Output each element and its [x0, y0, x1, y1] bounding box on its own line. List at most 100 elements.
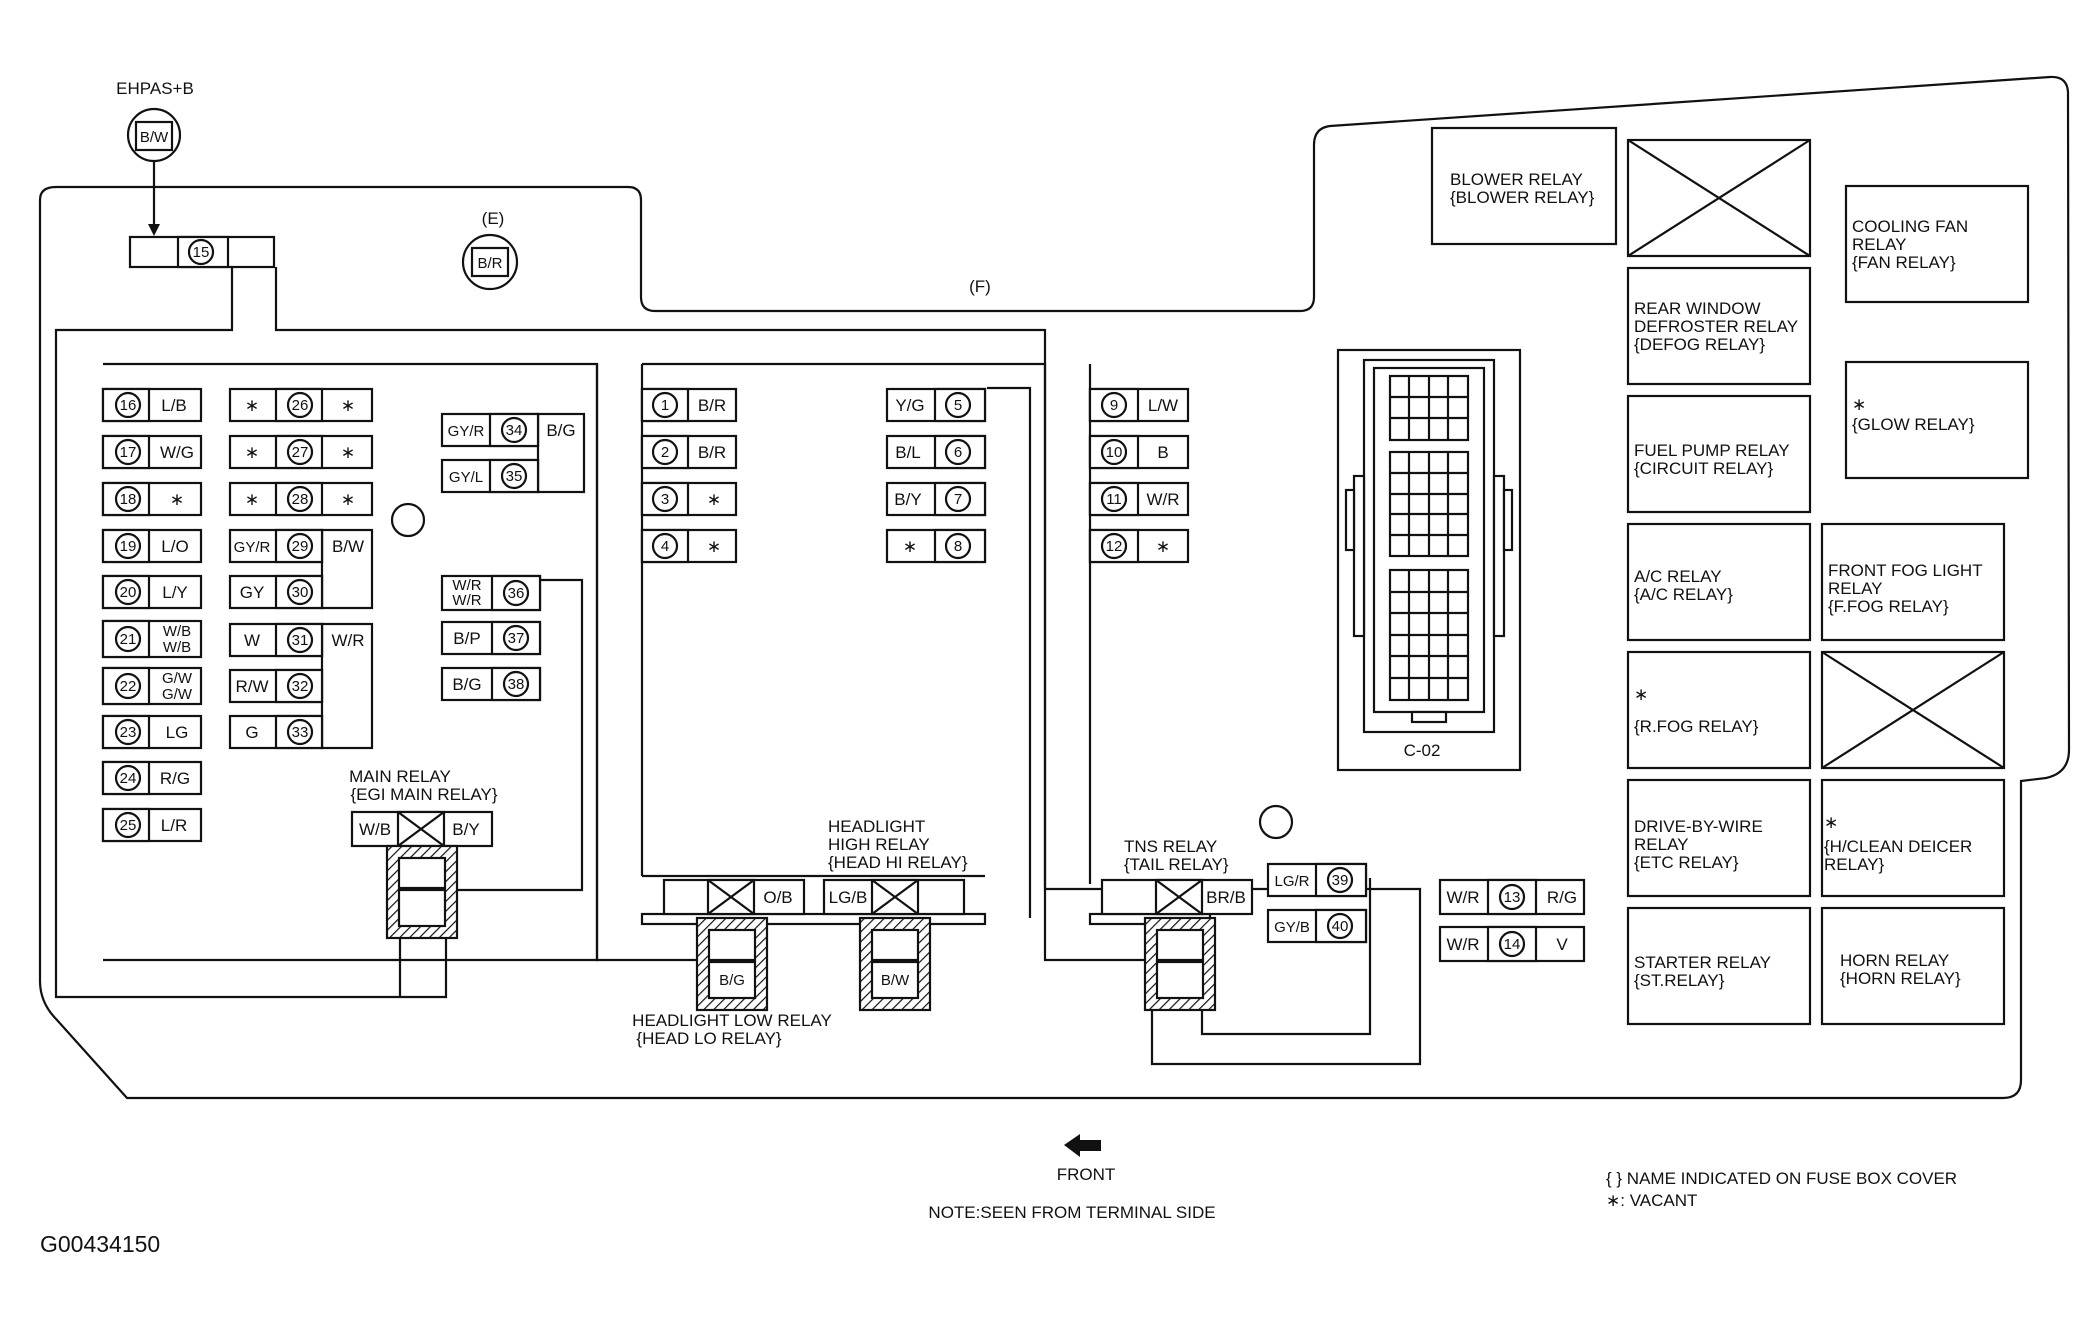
svg-text:∗: ∗: [341, 490, 355, 509]
rear-fog-relay: ∗ {R.FOG RELAY}: [1626, 650, 1812, 770]
svg-text:G: G: [245, 723, 258, 742]
cooling-fan-relay: COOLING FAN RELAY {FAN RELAY}: [1844, 184, 2030, 304]
svg-text:FUEL PUMP RELAY: FUEL PUMP RELAY: [1634, 441, 1790, 460]
svg-text:DEFROSTER RELAY: DEFROSTER RELAY: [1634, 317, 1798, 336]
svg-text:12: 12: [1106, 538, 1123, 555]
fuse-17: 17 W/G: [101, 434, 203, 470]
svg-text:W/R: W/R: [1446, 935, 1479, 954]
svg-text:RELAY}: RELAY}: [1824, 855, 1884, 874]
fuse-16: 16 L/B: [101, 387, 203, 423]
svg-text:2: 2: [661, 444, 669, 461]
bus-line-36: [444, 578, 584, 892]
svg-text:TNS RELAY: TNS RELAY: [1124, 837, 1217, 856]
fuse-23: 23 LG: [101, 714, 203, 750]
fuse-11: 11 W/R: [1088, 481, 1190, 517]
svg-text:14: 14: [1504, 936, 1521, 953]
svg-text:{ETC RELAY}: {ETC RELAY}: [1634, 853, 1739, 872]
svg-text:∗: ∗: [245, 396, 259, 415]
fuse-31-33-group: W/R 31 W 32 R/W 33 G: [228, 622, 374, 750]
svg-text:3: 3: [661, 491, 669, 508]
fuse-3: 3 ∗: [640, 481, 738, 517]
legend-line-2: ∗: VACANT: [1606, 1191, 1697, 1210]
svg-text:B/G: B/G: [719, 972, 745, 989]
svg-text:∗: ∗: [245, 443, 259, 462]
connector-grid-mid: [1388, 450, 1470, 558]
svg-text:B/W: B/W: [332, 537, 364, 556]
connector-c02: C-02: [1336, 348, 1522, 772]
ground-e-wire-box: [470, 246, 510, 278]
svg-text:V: V: [1556, 935, 1568, 954]
svg-text:HORN RELAY: HORN RELAY: [1840, 951, 1949, 970]
svg-text:G/W: G/W: [162, 670, 193, 687]
svg-text:Y/G: Y/G: [895, 396, 924, 415]
svg-text:W/G: W/G: [160, 443, 194, 462]
svg-text:MAIN RELAY: MAIN RELAY: [349, 767, 451, 786]
svg-text:{HORN RELAY}: {HORN RELAY}: [1840, 969, 1961, 988]
svg-text:W: W: [244, 631, 260, 650]
bus-line-inner-left: [274, 267, 1422, 1066]
svg-text:B/P: B/P: [453, 629, 480, 648]
svg-text:{R.FOG RELAY}: {R.FOG RELAY}: [1634, 717, 1759, 736]
starter-relay: STARTER RELAY {ST.RELAY}: [1626, 906, 1812, 1026]
svg-text:B/R: B/R: [698, 443, 726, 462]
ground-e-wire-code: B/R: [477, 255, 502, 272]
fuse-25: 25 L/R: [101, 807, 203, 843]
svg-text:GY: GY: [240, 583, 265, 602]
fuse-9: 9 L/W: [1088, 387, 1190, 423]
svg-text:18: 18: [120, 491, 137, 508]
svg-text:R/W: R/W: [235, 677, 268, 696]
svg-text:{ST.RELAY}: {ST.RELAY}: [1634, 971, 1725, 990]
svg-text:LG/B: LG/B: [829, 888, 868, 907]
connector-grid-bottom: [1388, 568, 1470, 702]
svg-text:25: 25: [120, 817, 137, 834]
svg-text:∗: ∗: [341, 443, 355, 462]
svg-text:35: 35: [506, 468, 523, 485]
fuse-19: 19 L/O: [101, 528, 203, 564]
svg-text:B/L: B/L: [895, 443, 921, 462]
svg-text:R/G: R/G: [1547, 888, 1577, 907]
front-arrow-icon: [1064, 1134, 1101, 1157]
svg-text:RELAY: RELAY: [1852, 235, 1907, 254]
svg-text:29: 29: [292, 538, 309, 555]
ehpas-wire-box: [134, 120, 174, 152]
svg-text:W/B: W/B: [163, 639, 191, 656]
svg-text:{H/CLEAN DEICER: {H/CLEAN DEICER: [1824, 837, 1972, 856]
svg-text:{BLOWER RELAY}: {BLOWER RELAY}: [1450, 188, 1595, 207]
fuse-39: 39 LG/R: [1266, 862, 1368, 898]
svg-text:30: 30: [292, 584, 309, 601]
svg-text:B/Y: B/Y: [894, 490, 921, 509]
bus-frame-right: [1043, 364, 1152, 962]
fuse-24: 24 R/G: [101, 760, 203, 796]
svg-text:{GLOW RELAY}: {GLOW RELAY}: [1852, 415, 1975, 434]
svg-text:GY/R: GY/R: [448, 423, 485, 440]
fuse-36: 36 W/R W/R: [440, 574, 542, 612]
fuse-4: 4 ∗: [640, 528, 738, 564]
fuse-40: 40 GY/B: [1266, 908, 1368, 944]
svg-text:11: 11: [1106, 491, 1122, 508]
svg-text:GY/R: GY/R: [234, 539, 271, 556]
svg-text:B/G: B/G: [546, 421, 575, 440]
svg-text:L/B: L/B: [161, 396, 187, 415]
svg-text:34: 34: [506, 422, 523, 439]
fuse-15-circle: [187, 238, 215, 266]
horn-relay: HORN RELAY {HORN RELAY}: [1820, 906, 2006, 1026]
svg-text:33: 33: [292, 724, 309, 741]
svg-text:16: 16: [120, 397, 137, 414]
svg-text:O/B: O/B: [763, 888, 792, 907]
svg-text:∗: ∗: [245, 490, 259, 509]
svg-text:38: 38: [508, 676, 525, 693]
front-fog-light-relay: FRONT FOG LIGHT RELAY {F.FOG RELAY}: [1820, 522, 2006, 642]
front-label: FRONT: [1057, 1165, 1116, 1184]
fuse-20: 20 L/Y: [101, 574, 203, 610]
bus-line-5-8: [987, 386, 1032, 918]
svg-text:1: 1: [661, 397, 669, 414]
svg-text:HIGH RELAY: HIGH RELAY: [828, 835, 930, 854]
svg-text:31: 31: [292, 632, 309, 649]
svg-text:28: 28: [292, 491, 309, 508]
svg-text:LG/R: LG/R: [1274, 873, 1309, 890]
label-f: (F): [969, 277, 991, 296]
svg-text:B: B: [1157, 443, 1168, 462]
fuse-21: 21 W/B W/B: [101, 619, 203, 659]
svg-text:W/R: W/R: [1446, 888, 1479, 907]
svg-text:W/R: W/R: [331, 631, 364, 650]
